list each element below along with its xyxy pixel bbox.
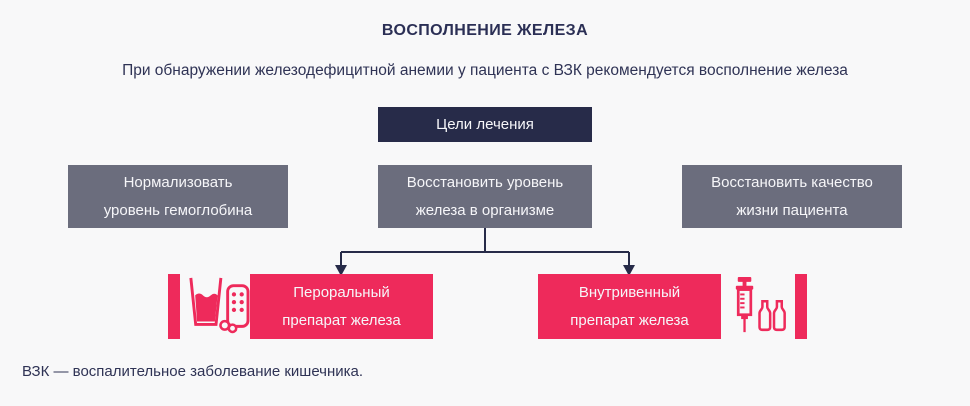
goal-label-line: железа в организме <box>415 201 555 219</box>
treatment-label-line: Пероральный <box>293 283 390 301</box>
arrowhead-left <box>335 265 347 276</box>
treatment-label-line: препарат железа <box>570 311 689 329</box>
treatment-node-iv-iron: Внутривенный препарат железа <box>538 274 721 339</box>
root-node-label: Цели лечения <box>436 115 534 133</box>
arrowhead-right <box>623 265 635 276</box>
goal-label-line: Восстановить уровень <box>406 173 564 191</box>
page-title: ВОСПОЛНЕНИЕ ЖЕЛЕЗА <box>381 22 589 39</box>
glass-and-pills-icon <box>184 274 250 339</box>
footnote-abbreviation: ВЗК — воспалительное заболевание кишечни… <box>22 363 364 380</box>
goal-node-hemoglobin: Нормализовать уровень гемоглобина <box>68 165 288 228</box>
goal-node-quality-of-life: Восстановить качество жизни пациента <box>682 165 902 228</box>
root-node-treatment-goals: Цели лечения <box>378 107 592 142</box>
goal-label-line: Нормализовать <box>123 173 233 191</box>
page-subtitle: При обнаружении железодефицитной анемии … <box>122 62 848 79</box>
connector-arrows <box>335 228 635 276</box>
treatment-node-oral-iron: Пероральный препарат железа <box>250 274 433 339</box>
goal-node-iron-level: Восстановить уровень железа в организме <box>378 165 592 228</box>
syringe-and-ampoules-icon <box>731 274 789 339</box>
goal-label-line: жизни пациента <box>736 201 848 219</box>
goal-label-line: уровень гемоглобина <box>103 201 253 219</box>
accent-bar-right <box>795 274 807 339</box>
treatment-label-line: Внутривенный <box>578 283 681 301</box>
treatment-label-line: препарат железа <box>282 311 401 329</box>
goal-label-line: Восстановить качество <box>711 173 873 191</box>
accent-bar-left <box>168 274 180 339</box>
